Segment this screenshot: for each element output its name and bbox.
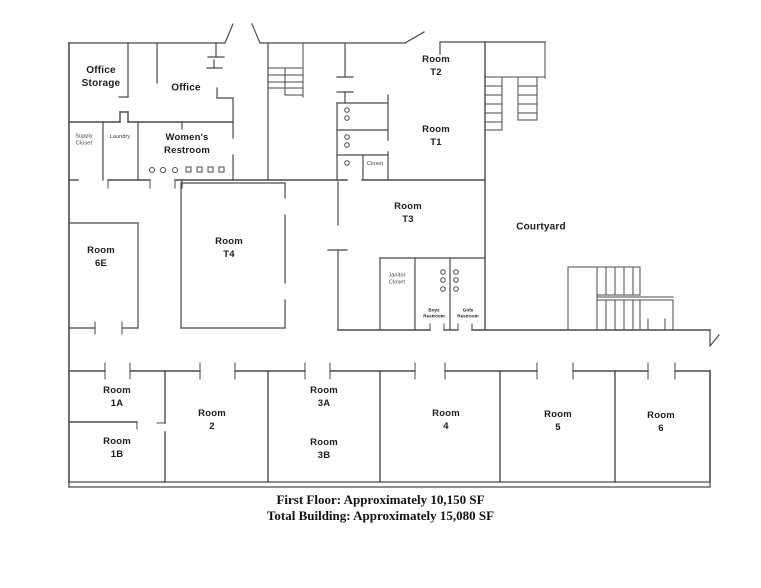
- outer-walls: [68, 41, 711, 488]
- room-t4-walls: [180, 182, 286, 329]
- upper-right-staircase: [484, 41, 546, 131]
- corridor-wall: [68, 179, 486, 189]
- office-partitions: [118, 42, 269, 181]
- room-6e-walls: [68, 222, 139, 335]
- courtyard-staircase: [567, 266, 674, 331]
- office-restroom-wall: [68, 111, 234, 123]
- restroom-partitions: [102, 121, 183, 189]
- main-entrance-doors: [224, 23, 261, 44]
- floor-summary: First Floor: Approximately 10,150 SF Tot…: [0, 492, 761, 523]
- courtyard-south-wall: [337, 318, 711, 331]
- womens-restroom-fixtures: [149, 166, 225, 173]
- bottom-rooms-door-ticks: [104, 362, 676, 380]
- floor-summary-line2: Total Building: Approximately 15,080 SF: [266, 507, 495, 523]
- bottom-rooms-walls: [68, 362, 711, 483]
- upper-entrance-door: [404, 31, 425, 44]
- floor-summary-line1: First Floor: Approximately 10,150 SF: [276, 492, 485, 507]
- center-bathroom-block: [336, 42, 389, 181]
- boys-girls-restrooms: [327, 181, 486, 331]
- entrance-staircase: [267, 42, 304, 98]
- southeast-exit-door: [709, 329, 720, 347]
